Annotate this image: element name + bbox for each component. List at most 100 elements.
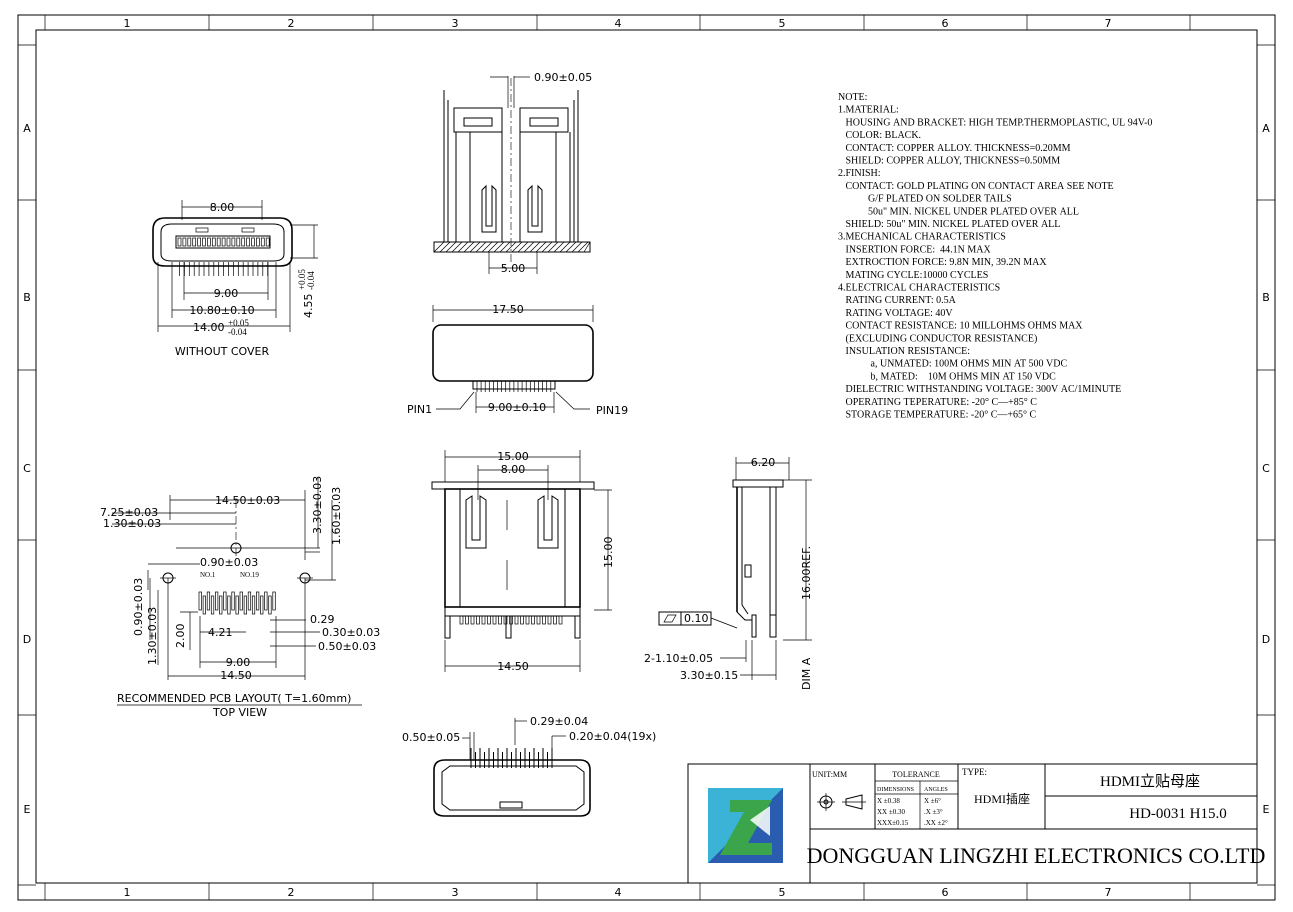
caption-top-view: TOP VIEW bbox=[212, 706, 267, 719]
notes-block: NOTE:1.MATERIAL: HOUSING AND BRACKET: HI… bbox=[838, 92, 1152, 421]
caption-pcb-layout: RECOMMENDED PCB LAYOUT( T=1.60mm) bbox=[117, 692, 351, 705]
pcb-pad bbox=[247, 591, 252, 611]
pcb-pad bbox=[268, 595, 272, 615]
dim-top-4-55: 4.55 bbox=[302, 294, 315, 319]
pcb-pad bbox=[256, 591, 260, 611]
zone-row-right-A: A bbox=[1262, 122, 1270, 135]
dim-1-30-top: 1.30±0.03 bbox=[103, 517, 161, 530]
main-pin bbox=[558, 615, 563, 625]
zone-col-bottom-2: 2 bbox=[288, 886, 295, 899]
dim-top-10-80: 10.80±0.10 bbox=[189, 304, 254, 317]
zone-col-top-4: 4 bbox=[615, 17, 622, 30]
pcb-pad bbox=[198, 591, 202, 611]
main-pin bbox=[487, 615, 491, 625]
right-side-view: 6.20 16.00REF. DIM A 0.10 2-1.10±0.05 3.… bbox=[644, 456, 813, 690]
note-line: 1.MATERIAL: bbox=[838, 105, 899, 116]
side-view-top: 0.90±0.05 5.00 bbox=[433, 71, 592, 275]
dimensions-label: DIMENSIONS bbox=[877, 787, 914, 793]
zone-col-bottom-5: 5 bbox=[779, 886, 786, 899]
contact-pin bbox=[216, 237, 221, 247]
pcb-pad bbox=[260, 595, 264, 615]
note-line: RATING VOLTAGE: 40V bbox=[838, 308, 953, 319]
zone-row-right-E: E bbox=[1263, 803, 1270, 816]
dim-14-50-bottom: 14.50 bbox=[220, 669, 252, 682]
zone-col-bottom-1: 1 bbox=[124, 886, 131, 899]
dim-9-00-pcb: 9.00 bbox=[226, 656, 251, 669]
zone-col-bottom-7: 7 bbox=[1105, 886, 1112, 899]
dim-1-60: 1.60±0.03 bbox=[330, 487, 343, 545]
zone-row-left-B: B bbox=[23, 291, 31, 304]
contact-pin bbox=[192, 237, 197, 247]
note-line: 2.FINISH: bbox=[838, 168, 881, 179]
dim-17-50: 17.50 bbox=[492, 303, 524, 316]
zone-col-top-1: 1 bbox=[124, 17, 131, 30]
tol-ang-row-3: .XX ±2° bbox=[924, 819, 948, 827]
main-pin bbox=[514, 615, 519, 625]
dim-0-50-bottom: 0.50±0.05 bbox=[402, 731, 460, 744]
dim-0-90-v: 0.90±0.03 bbox=[132, 578, 145, 636]
zone-row-left-E: E bbox=[24, 803, 31, 816]
main-pin bbox=[465, 615, 469, 625]
contact-pin bbox=[236, 237, 241, 247]
zone-col-bottom-4: 4 bbox=[615, 886, 622, 899]
main-pin bbox=[525, 615, 530, 625]
product-name: HDMI立贴母座 bbox=[1100, 773, 1200, 790]
pcb-pad bbox=[231, 591, 235, 611]
contact-pin bbox=[197, 237, 201, 247]
note-line: EXTROCTION FORCE: 9.8N MIN, 39.2N MAX bbox=[838, 257, 1047, 268]
dim-14-50-main: 14.50 bbox=[497, 660, 529, 673]
contact-pin bbox=[182, 237, 187, 247]
note-line: CONTACT RESISTANCE: 10 MILLOHMS OHMS MAX bbox=[838, 321, 1083, 332]
pcb-pad bbox=[215, 591, 219, 611]
main-pin bbox=[492, 615, 497, 625]
main-pin bbox=[481, 615, 486, 625]
zone-row-right-C: C bbox=[1262, 462, 1270, 475]
dim-4-21: 4.21 bbox=[208, 626, 233, 639]
note-line: G/F PLATED ON SOLDER TAILS bbox=[838, 194, 1012, 205]
main-pin bbox=[531, 615, 535, 625]
note-line: NOTE: bbox=[838, 92, 867, 103]
dim-0-29-bottom: 0.29±0.04 bbox=[530, 715, 588, 728]
outer-border bbox=[17, 14, 1276, 901]
zone-col-top-5: 5 bbox=[779, 17, 786, 30]
unit-label: UNIT:MM bbox=[812, 770, 847, 779]
main-pin bbox=[553, 615, 557, 625]
pcb-pad bbox=[251, 595, 256, 615]
zone-row-right-D: D bbox=[1262, 633, 1270, 646]
pcb-pad bbox=[239, 591, 243, 611]
note-line: SHIELD: COPPER ALLOY, THICKNESS=0.50MM bbox=[838, 156, 1060, 167]
contact-pin bbox=[256, 237, 260, 247]
zone-col-bottom-6: 6 bbox=[942, 886, 949, 899]
tol-plus: +0.05 bbox=[228, 318, 249, 328]
main-pin bbox=[536, 615, 541, 625]
dim-0-50: 0.50±0.03 bbox=[318, 640, 376, 653]
tol-ang-row-2: .X ±3° bbox=[924, 808, 943, 816]
note-line: (EXCLUDING CONDUCTOR RESISTANCE) bbox=[838, 333, 1037, 344]
projection-symbol-icon bbox=[817, 793, 866, 811]
dim-15-00-h: 15.00 bbox=[497, 450, 529, 463]
note-line: 3.MECHANICAL CHARACTERISTICS bbox=[838, 232, 1006, 243]
contact-pin bbox=[226, 237, 231, 247]
main-pin bbox=[459, 615, 464, 625]
note-line: DIELECTRIC WITHSTANDING VOLTAGE: 300V AC… bbox=[838, 384, 1121, 395]
main-pin bbox=[476, 615, 480, 625]
contact-pin bbox=[265, 237, 270, 247]
note-line: CONTACT: COPPER ALLOY. THICKNESS=0.20MM bbox=[838, 143, 1071, 154]
dim-0-30: 0.30±0.03 bbox=[322, 626, 380, 639]
dim-7-25: 7.25±0.03 bbox=[100, 506, 158, 519]
title-block: UNIT:MM TOLERANCE DIMENSIONS ANGLES X ±0… bbox=[687, 763, 1265, 884]
pcb-pad bbox=[210, 595, 215, 615]
contact-pin bbox=[202, 237, 206, 247]
pcb-pad bbox=[235, 595, 239, 615]
note-line: COLOR: BLACK. bbox=[838, 130, 921, 141]
main-pin bbox=[542, 615, 546, 625]
company-logo bbox=[708, 788, 783, 863]
zone-col-top-7: 7 bbox=[1105, 17, 1112, 30]
tol-dim-row-2: XX ±0.30 bbox=[877, 808, 905, 816]
dim-0-20-19x: 0.20±0.04(19x) bbox=[569, 730, 656, 743]
tol-dim-row-3: XXX±0.15 bbox=[877, 819, 909, 827]
main-pin bbox=[470, 615, 475, 625]
